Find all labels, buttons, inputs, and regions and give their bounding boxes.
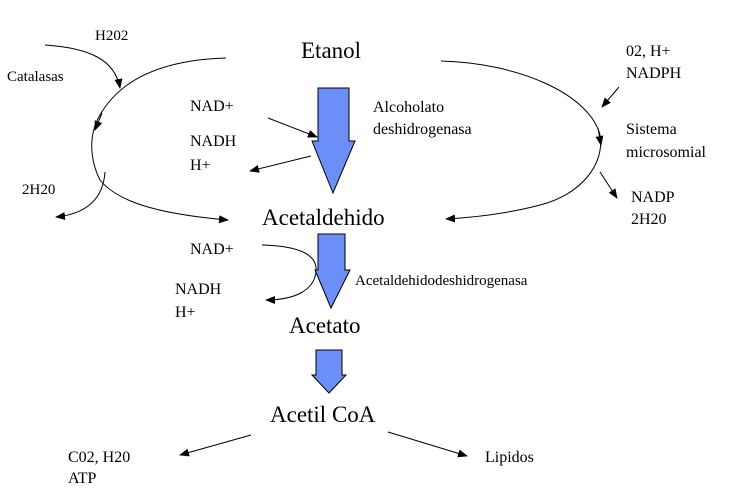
water-output-arrow-left <box>55 171 106 221</box>
label-adh-nadh: NADH <box>190 133 237 150</box>
label-adh-enzyme-1: Alcoholato <box>373 99 445 116</box>
aldh-block-arrow <box>314 233 351 310</box>
label-nadp: NADP <box>631 189 675 206</box>
adh-nad-input-arrow <box>267 117 318 138</box>
acetate-to-acetilcoa-block-arrow <box>310 349 348 394</box>
label-aldh-nadh: NADH <box>175 281 222 298</box>
catalase-loop-curve <box>91 57 229 224</box>
label-adh-nad: NAD+ <box>190 98 234 115</box>
label-2h2o-right: 2H20 <box>631 211 667 228</box>
catalase-loop-midarrow <box>94 112 103 131</box>
nadp-output-arrow <box>599 171 618 199</box>
microsomal-loop-curve <box>440 60 602 223</box>
label-2h2o-left: 2H20 <box>22 182 56 198</box>
label-o2-h: 02, H+ <box>626 43 671 60</box>
label-aldh-enzyme: Acetaldehidodeshidrogenasa <box>355 273 528 289</box>
node-etanol: Etanol <box>301 38 362 63</box>
label-lipidos: Lipidos <box>485 449 534 466</box>
aldh-cofactor-curve <box>261 244 317 304</box>
label-aldh-nad: NAD+ <box>190 241 234 258</box>
label-aldh-h: H+ <box>175 304 196 321</box>
label-atp: ATP <box>68 470 97 487</box>
node-acetaldehido: Acetaldehido <box>262 205 385 230</box>
nadph-input-arrow <box>601 86 620 108</box>
adh-nadh-output-arrow <box>249 155 312 173</box>
adh-block-arrow <box>311 87 356 195</box>
label-catalasas: Catalasas <box>7 69 64 85</box>
label-h2o2: H202 <box>95 28 129 44</box>
node-acetato: Acetato <box>289 313 361 338</box>
label-co2-h2o: C02, H20 <box>68 449 131 466</box>
microsomal-loop-midarrow <box>595 127 604 146</box>
node-acetil-coa: Acetil CoA <box>270 402 376 427</box>
label-nadph: NADPH <box>626 65 682 82</box>
h2o2-input-arrow <box>44 44 123 89</box>
label-adh-enzyme-2: deshidrogenasa <box>373 121 472 138</box>
label-microsomial: microsomial <box>626 144 706 161</box>
acetilcoa-to-co2-arrow <box>179 434 252 457</box>
acetilcoa-to-lipids-arrow <box>387 431 468 458</box>
label-sistema: Sistema <box>626 121 677 138</box>
label-adh-h: H+ <box>190 157 211 174</box>
